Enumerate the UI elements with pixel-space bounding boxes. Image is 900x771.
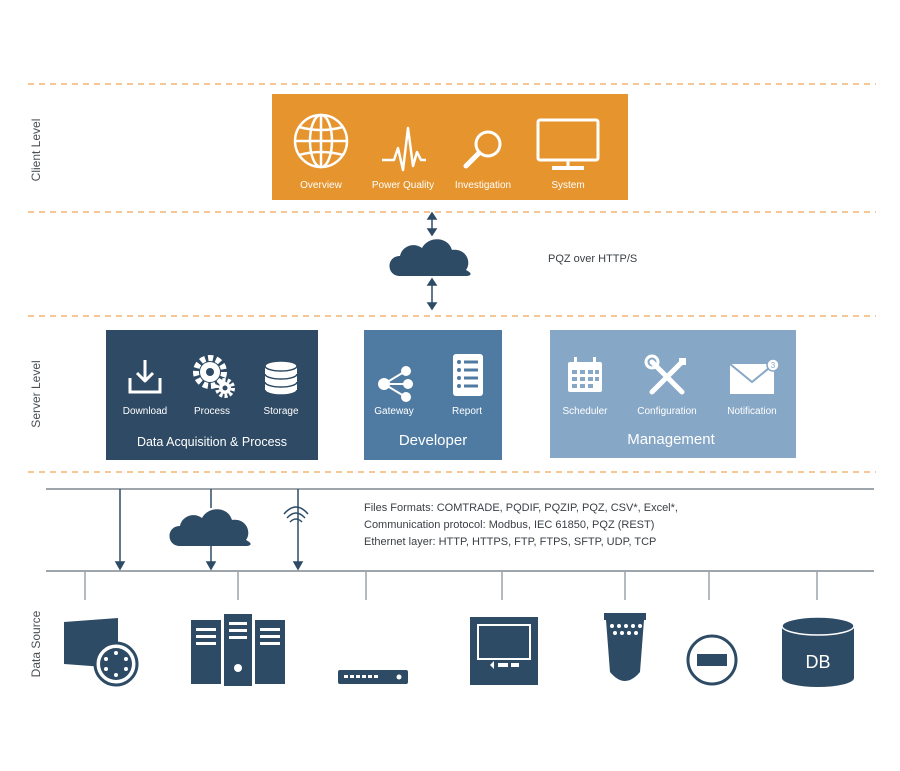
database-icon: DB: [781, 616, 855, 687]
acquisition-item-process: Process: [194, 406, 230, 417]
power-analyzer-icon: [470, 617, 538, 685]
management-item-configuration: Configuration: [637, 406, 696, 417]
management-item-scheduler: Scheduler: [562, 406, 608, 417]
cloud-small-icon: [169, 509, 251, 546]
globe-icon: [293, 113, 349, 169]
management-title: Management: [627, 431, 715, 448]
bus-arrows: [114, 489, 304, 571]
magnifier-icon: [463, 130, 502, 169]
management-box: Scheduler Configuration 3 Notification M…: [550, 330, 796, 458]
notification-badge: [766, 358, 780, 372]
energy-meter-icon: [64, 618, 139, 687]
client-item-system: System: [551, 180, 584, 191]
device-drop-lines: [84, 571, 818, 600]
level-separators: [28, 83, 876, 473]
acquisition-box: Download Process Storage Data Acquisitio…: [106, 330, 318, 460]
transport-label: PQZ over HTTP/S: [548, 253, 637, 265]
plug-connector-icon: [604, 613, 646, 681]
gateway-icon: [378, 366, 413, 402]
notification-badge-count: 3: [771, 361, 776, 370]
waveform-icon: [382, 126, 426, 172]
storage-icon: [264, 360, 298, 396]
download-icon: [128, 360, 162, 394]
client-item-investigation: Investigation: [455, 180, 511, 191]
wireless-signal-icon: [283, 506, 309, 523]
client-item-overview: Overview: [300, 180, 342, 191]
envelope-icon: 3: [729, 358, 780, 394]
developer-box: Gateway Report Developer: [364, 330, 502, 460]
acquisition-title: Data Acquisition & Process: [137, 435, 287, 449]
developer-title: Developer: [399, 432, 467, 449]
client-level-label: Client Level: [29, 119, 43, 182]
tools-icon: [644, 354, 686, 395]
report-icon: [453, 354, 483, 396]
protocol-files: Files Formats: COMTRADE, PQDIF, PQZIP, P…: [364, 502, 678, 514]
protocol-communication: Communication protocol: Modbus, IEC 6185…: [364, 519, 654, 531]
developer-item-report: Report: [452, 406, 482, 417]
network-switch-icon: [338, 670, 408, 684]
monitor-icon: [536, 118, 600, 170]
client-item-power-quality: Power Quality: [372, 180, 434, 191]
acquisition-item-storage: Storage: [263, 406, 298, 417]
cloud-icon: [389, 239, 471, 276]
management-item-notification: Notification: [727, 406, 776, 417]
bus-lines: [46, 488, 874, 572]
transport-arrows: [426, 211, 438, 311]
calendar-icon: [568, 357, 602, 392]
gears-icon: [193, 355, 235, 398]
round-meter-icon: [686, 634, 738, 686]
data-source-label: Data Source: [29, 610, 43, 677]
database-label: DB: [805, 652, 830, 672]
protocol-ethernet: Ethernet layer: HTTP, HTTPS, FTP, FTPS, …: [364, 536, 656, 548]
server-level-label: Server Level: [29, 360, 43, 427]
client-box: Overview Power Quality Investigation Sys…: [272, 94, 628, 200]
server-rack-icon: [191, 614, 285, 686]
acquisition-item-download: Download: [123, 406, 167, 417]
developer-item-gateway: Gateway: [374, 406, 413, 417]
